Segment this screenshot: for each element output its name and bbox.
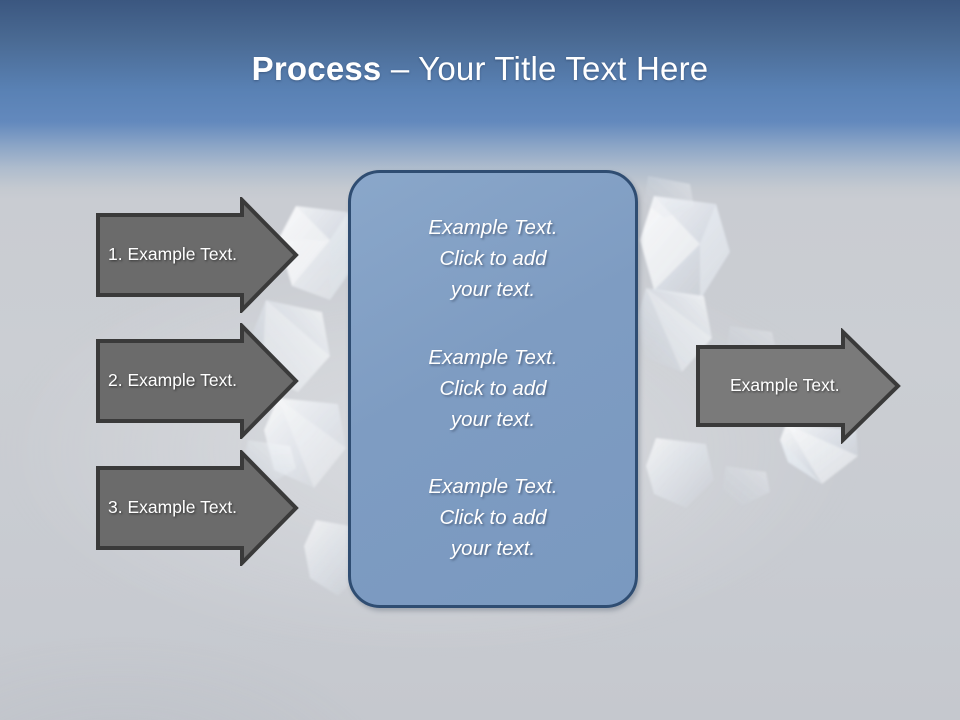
input-arrow-2-label: 2. Example Text. [108, 370, 238, 391]
center-box-text-block-3: Example Text. Click to add your text. [428, 475, 558, 560]
input-arrow-2[interactable]: 2. Example Text. [95, 323, 299, 439]
slide-title-bold: Process [251, 50, 382, 87]
input-arrow-1-label: 1. Example Text. [108, 244, 238, 265]
slide-title-rest: – Your Title Text Here [381, 50, 709, 87]
input-arrow-3[interactable]: 3. Example Text. [95, 450, 299, 566]
output-arrow-label: Example Text. [730, 375, 840, 396]
arrow-shape-icon [696, 328, 901, 444]
input-arrow-3-label: 3. Example Text. [108, 497, 238, 518]
slide-title: Process – Your Title Text Here [0, 48, 960, 90]
arrow-shape-icon [96, 197, 299, 313]
arrow-shape-icon [96, 450, 299, 566]
background-sky-gradient [0, 0, 960, 200]
arrow-shape-icon [96, 323, 299, 439]
input-arrow-1[interactable]: 1. Example Text. [95, 197, 299, 313]
output-arrow[interactable]: Example Text. [695, 328, 901, 444]
center-box-text-block-2: Example Text. Click to add your text. [428, 346, 558, 431]
center-box-text-block-1: Example Text. Click to add your text. [428, 216, 558, 301]
center-process-box[interactable]: Example Text. Click to add your text. Ex… [348, 170, 638, 608]
